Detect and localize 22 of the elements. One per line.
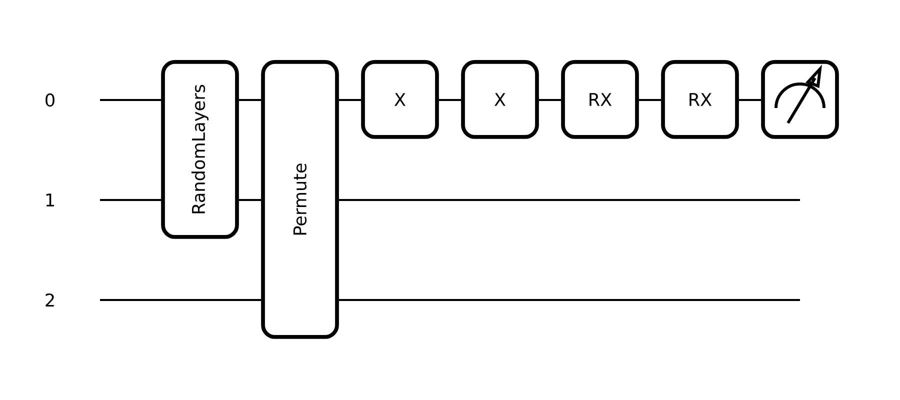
wire <box>238 199 262 201</box>
wire-label: 0 <box>46 93 54 107</box>
wire <box>338 299 800 301</box>
wire <box>638 99 662 101</box>
wire <box>100 199 162 201</box>
wire <box>738 99 762 101</box>
wire <box>238 99 262 101</box>
wire <box>438 99 462 101</box>
measurement-box <box>761 60 839 139</box>
wire-label: 2 <box>46 293 54 306</box>
gate-box: RandomLayers <box>161 60 239 239</box>
gate-box: Permute <box>261 60 339 339</box>
wire <box>100 99 162 101</box>
gate-box: RX <box>661 60 739 139</box>
gate-box: RX <box>561 60 639 139</box>
gate-box: X <box>461 60 539 139</box>
wire <box>338 199 800 201</box>
wire <box>538 99 562 101</box>
wire <box>338 99 362 101</box>
gate-box: X <box>361 60 439 139</box>
wire <box>100 299 262 301</box>
wire-label: 1 <box>46 194 54 206</box>
